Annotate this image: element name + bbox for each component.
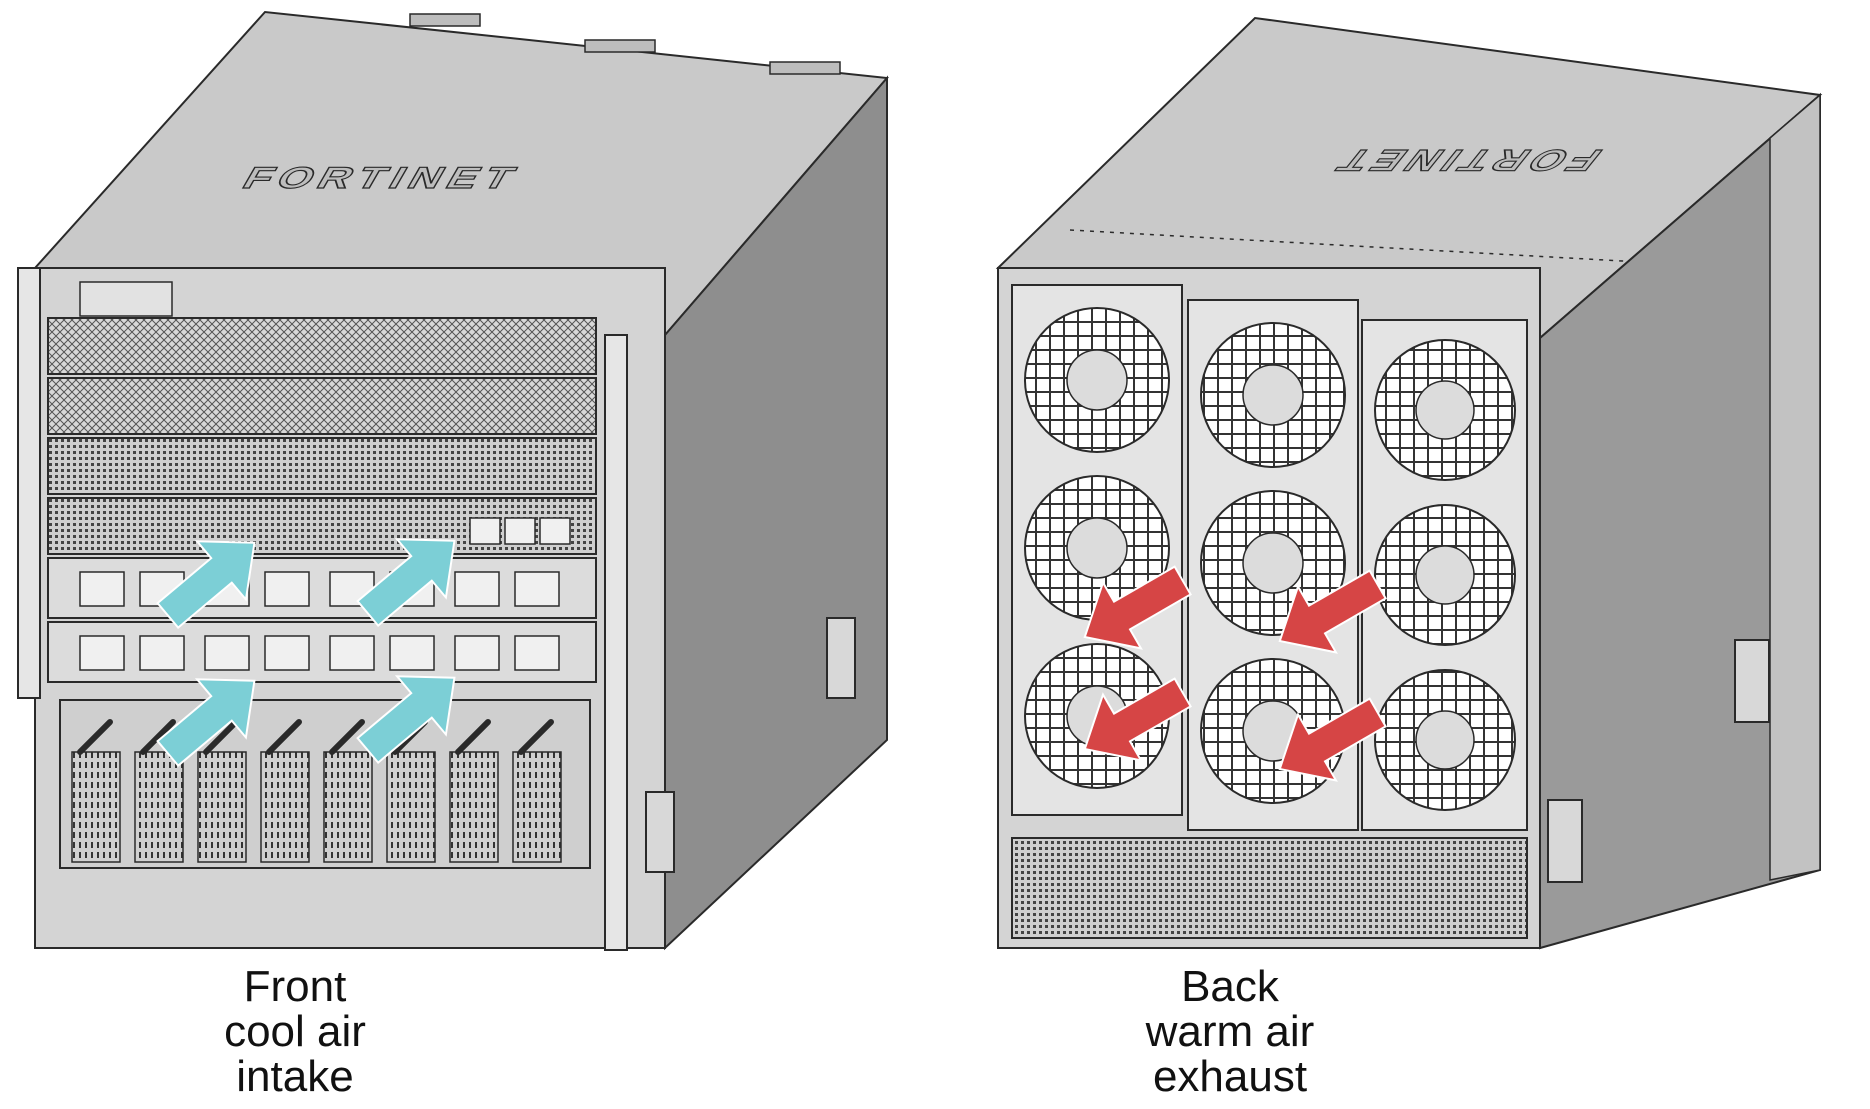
back-caption: Back warm air exhaust [1020,964,1440,1099]
back-caption-line-1: Back [1181,962,1279,1011]
back-bottom-vent [1011,837,1528,939]
front-caption: Front cool air intake [85,964,505,1099]
airflow-exhaust-arrow-icon [1278,697,1387,782]
airflow-intake-arrow-icon [356,675,456,765]
brand-logo-front: FORTINET [236,161,528,194]
airflow-exhaust-arrow-icon [1278,569,1387,654]
airflow-intake-arrow-icon [156,678,256,768]
left-rack-ear [17,267,41,699]
back-caption-line-2: warm air [1145,1007,1315,1056]
back-chassis: FORTINET [995,16,1823,950]
fan-hubs [1066,349,1475,770]
front-psu-modules [71,751,562,863]
airflow-intake-arrow-icon [156,540,256,630]
front-caption-line-1: Front [243,962,347,1011]
front-line-cards [47,317,597,683]
front-chassis: FORTINET [17,10,890,951]
warm-air-exhaust-arrows [1083,565,1387,782]
airflow-exhaust-arrow-icon [1083,565,1192,650]
side-carry-handle-2 [826,617,856,699]
brand-logo-back: FORTINET [1322,143,1610,177]
front-caption-line-2: cool air [224,1007,366,1056]
back-side-handle-2 [1734,639,1770,723]
front-label-plate [79,281,173,317]
airflow-intake-arrow-icon [356,538,456,628]
cool-air-intake-arrows [156,538,456,768]
back-side-handle [1547,799,1583,883]
back-caption-line-3: exhaust [1152,1052,1308,1101]
right-rack-ear [604,334,628,951]
side-carry-handle [645,791,675,873]
back-rack-rail [1769,93,1821,881]
airflow-exhaust-arrow-icon [1083,677,1192,762]
front-caption-line-3: intake [236,1052,354,1101]
